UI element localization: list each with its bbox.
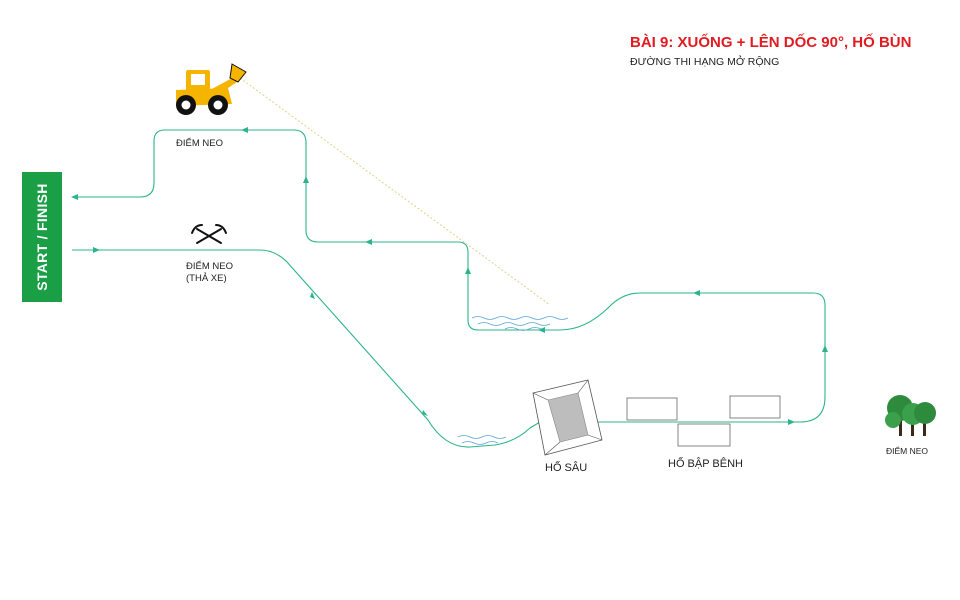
anchor-label-right: ĐIỂM NEO: [886, 446, 929, 456]
track-path: [72, 129, 826, 448]
anchor-label-mid-sub: (THẢ XE): [186, 273, 227, 284]
page-title: BÀI 9: XUỐNG + LÊN DỐC 90°, HỐ BÙN: [630, 34, 912, 51]
seesaw-block-icon: [626, 397, 678, 421]
arrow-climb-2: [303, 176, 309, 183]
arrow-finish: [71, 194, 78, 200]
direction-arrows: [71, 127, 828, 425]
seesaw-block-icon: [677, 423, 731, 447]
winch-line: [239, 77, 551, 306]
trees-icon: [885, 395, 936, 436]
arrow-descent-1: [310, 292, 315, 299]
deep-pit-icon: [532, 379, 603, 456]
arrow-bottom-right: [788, 419, 795, 425]
arrow-top-right-left: [693, 290, 700, 296]
arrow-descent-2: [422, 410, 428, 416]
arrow-climb-up: [465, 267, 471, 274]
deep-pit-label: HỐ SÂU: [545, 462, 588, 474]
anchor-label-top: ĐIỂM NEO: [176, 138, 223, 149]
mud-water-icon: [457, 435, 507, 445]
start-finish-label: START / FINISH: [34, 183, 50, 291]
page-subtitle: ĐƯỜNG THI HẠNG MỞ RỘNG: [630, 56, 780, 68]
arrow-top-left: [241, 127, 248, 133]
seesaw-block-icon: [729, 395, 781, 419]
bulldozer-loader-icon: [176, 63, 247, 115]
arrow-mid-left: [365, 239, 372, 245]
arrow-mud-left: [538, 327, 545, 333]
arrow-start: [93, 247, 100, 253]
anchor-label-mid: ĐIỂM NEO: [186, 261, 233, 272]
crossed-pickaxes-icon: [191, 224, 227, 244]
seesaw-pit-label: HỐ BẬP BÊNH: [668, 458, 743, 470]
mud-water-icon: [471, 316, 569, 331]
arrow-right-up: [822, 345, 828, 352]
start-finish-banner: START / FINISH: [22, 172, 62, 302]
